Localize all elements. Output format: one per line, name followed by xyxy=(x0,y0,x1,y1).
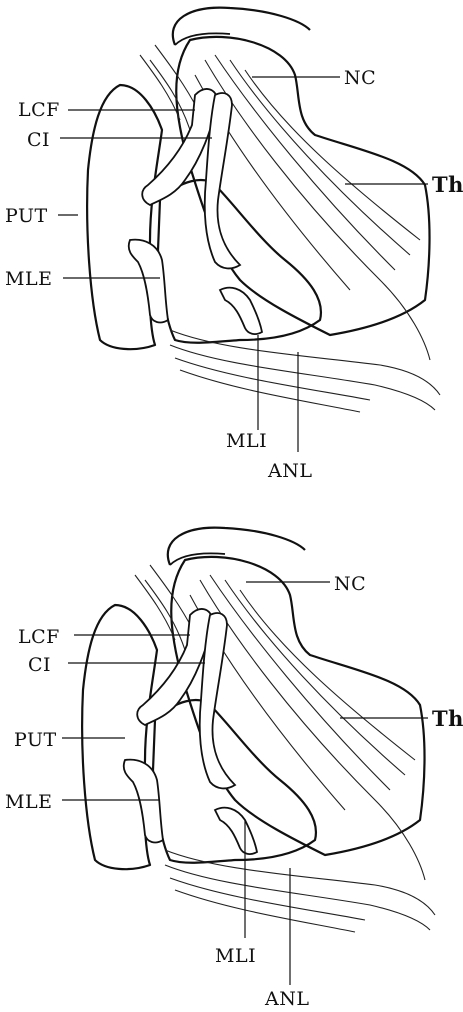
mle-label: MLE xyxy=(5,791,52,813)
upper-figure: NC LCF CI Th PUT MLE MLI ANL xyxy=(5,8,463,482)
ci-label: CI xyxy=(27,129,50,151)
anl-label: ANL xyxy=(264,988,309,1010)
lower-figure: NC LCF CI Th PUT MLE MLI ANL xyxy=(5,528,463,1010)
ci-label: CI xyxy=(28,654,51,676)
anl-label: ANL xyxy=(267,460,312,482)
lcf-label: LCF xyxy=(18,626,60,648)
th-label: Th xyxy=(432,172,463,197)
put-label: PUT xyxy=(5,205,48,227)
put-label: PUT xyxy=(14,729,57,751)
nc-label: NC xyxy=(344,67,376,89)
th-label: Th xyxy=(432,706,463,731)
mli-label: MLI xyxy=(215,945,256,967)
nc-label: NC xyxy=(334,573,366,595)
mli-label: MLI xyxy=(226,430,267,452)
lcf-label: LCF xyxy=(18,99,60,121)
mle-label: MLE xyxy=(5,268,52,290)
